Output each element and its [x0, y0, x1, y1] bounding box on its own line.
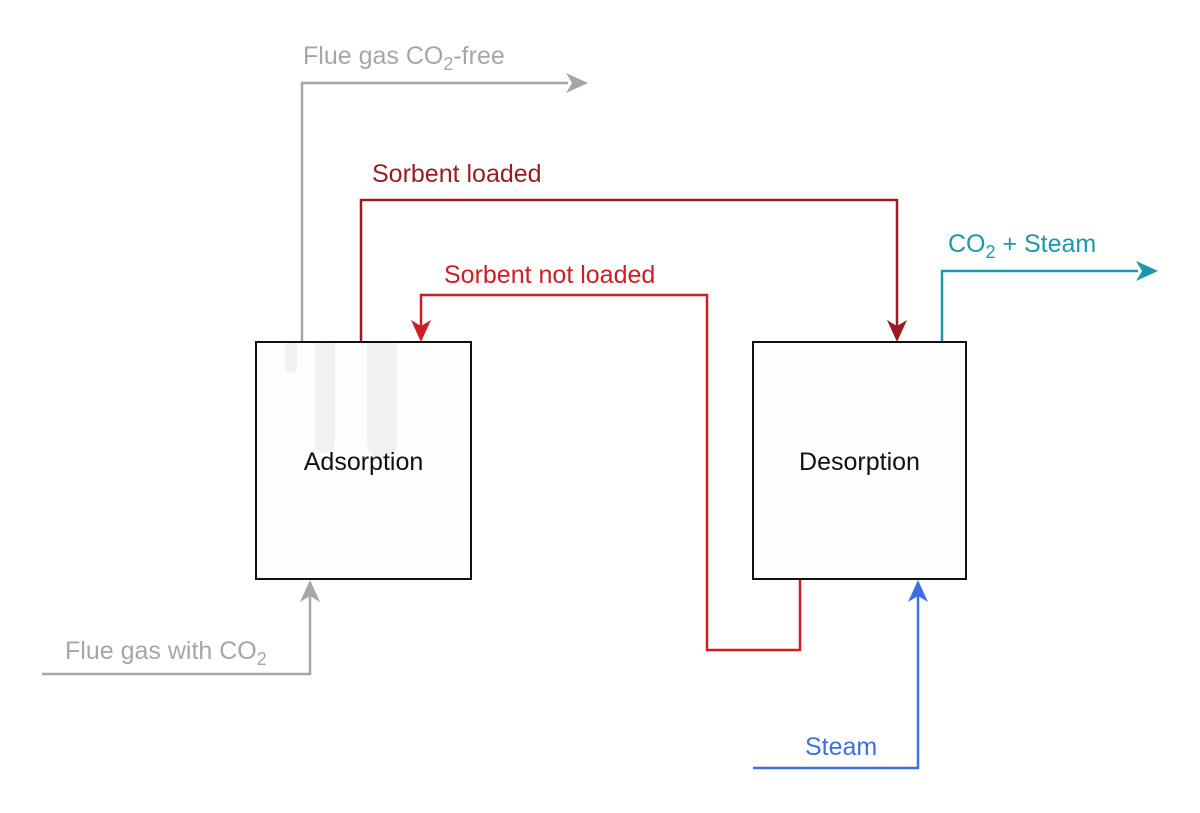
co2-steam-label: CO2 + Steam — [948, 230, 1097, 262]
flue-gas-with-co2-line — [42, 596, 312, 676]
co2-steam-arrowhead — [1136, 261, 1158, 281]
desorption-label: Desorption — [799, 448, 920, 476]
sorbent-not-loaded-line — [419, 293, 802, 652]
gas-shading — [367, 343, 397, 458]
sorbent-not-loaded-label: Sorbent not loaded — [444, 261, 656, 289]
flue-gas-with-co2-label: Flue gas with CO2 — [65, 637, 267, 669]
flue-gas-co2-free-label: Flue gas CO2-free — [303, 42, 505, 74]
sorbent-not-loaded-arrowhead — [411, 320, 431, 342]
co2-steam-line — [940, 269, 1138, 342]
desorption-unit: Desorption — [752, 341, 967, 580]
steam-line — [753, 596, 920, 770]
gas-shading — [315, 343, 335, 453]
flue-gas-co2-free-arrowhead — [566, 73, 588, 93]
flue-gas-co2-free-line — [300, 81, 568, 342]
steam-arrowhead — [908, 580, 928, 602]
sorbent-loaded-line — [359, 198, 899, 342]
sorbent-loaded-arrowhead — [887, 320, 907, 342]
flue-gas-with-co2-arrowhead — [300, 580, 320, 602]
adsorption-unit: Adsorption — [255, 341, 472, 580]
sorbent-loaded-label: Sorbent loaded — [372, 160, 542, 188]
gas-shading — [285, 343, 297, 373]
steam-label: Steam — [805, 733, 878, 761]
adsorption-label: Adsorption — [303, 448, 424, 476]
